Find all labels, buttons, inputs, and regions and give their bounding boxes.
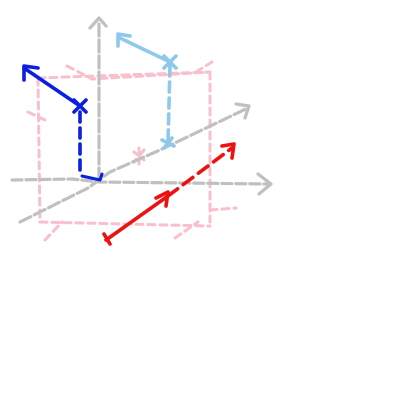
light-blue-vector: [116, 32, 178, 150]
light-blue-vector-tail-mark: [162, 54, 178, 70]
dark-blue-vector-arrowhead: [22, 64, 40, 82]
z-axis: [18, 106, 250, 224]
box-bottom-edge: [38, 220, 212, 228]
red-vector-tail-mark: [102, 232, 112, 246]
origin-tick: [80, 172, 104, 182]
red-vector-arrowhead: [220, 142, 236, 160]
dark-blue-vector-shaft: [22, 66, 82, 108]
red-vector: [102, 142, 236, 246]
light-blue-vector-drop-line: [166, 64, 172, 144]
light-blue-vector-foot-mark: [160, 136, 176, 150]
red-vector-solid-shaft: [104, 194, 170, 242]
box-front-bottom-2: [173, 220, 200, 240]
dark-blue-vector-tail-mark: [72, 98, 88, 114]
y-axis-arrowhead: [88, 16, 108, 30]
box-right-lower: [208, 206, 238, 212]
red-vector-dashed-shaft: [166, 146, 234, 198]
origin-marker: [80, 172, 104, 182]
box-top-right-diag: [194, 60, 214, 74]
x-axis: [10, 177, 270, 186]
box-left-edge: [36, 76, 42, 224]
box-inner-diag: [26, 110, 47, 122]
reference-box: [26, 60, 238, 242]
z-axis-arrowhead: [234, 102, 251, 120]
light-blue-vector-arrowhead: [116, 32, 132, 48]
x-axis-arrowhead: [256, 172, 273, 196]
dark-blue-vector: [22, 64, 88, 178]
box-back-top-left: [36, 70, 212, 80]
light-blue-vector-shaft: [118, 36, 172, 64]
box-front-bottom: [43, 220, 64, 242]
red-vector-mid-arrowhead: [154, 190, 170, 208]
